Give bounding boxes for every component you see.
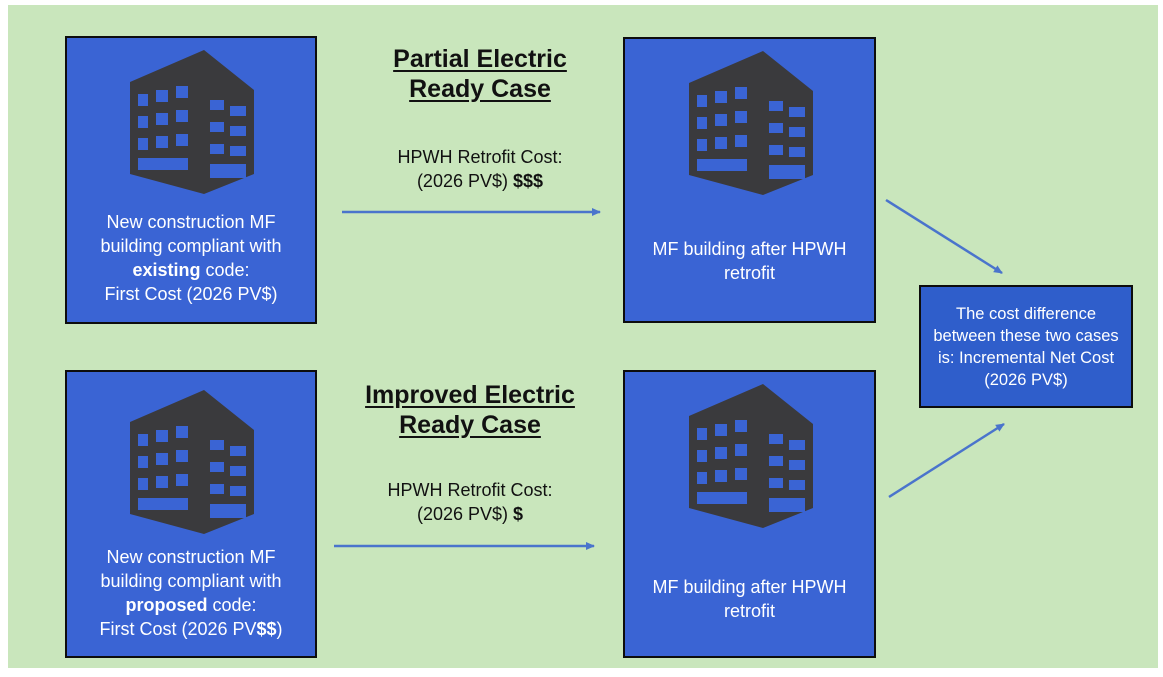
cost-difference-box: The cost difference between these two ca… xyxy=(919,285,1133,408)
partial-retrofit-cost: HPWH Retrofit Cost: (2026 PV$) $$$ xyxy=(397,147,563,191)
arrow-top-to-result xyxy=(885,198,1003,275)
building-icon xyxy=(688,384,813,528)
building-icon xyxy=(130,50,254,194)
partial-case-title: Partial Electric Ready Case xyxy=(393,45,567,103)
building-icon xyxy=(688,51,813,195)
building-icon xyxy=(130,390,254,534)
existing-code-box-text: New construction MF building compliant w… xyxy=(100,212,282,304)
improved-retrofit-building-box: MF building after HPWH retrofit xyxy=(623,370,876,658)
proposed-code-box-text: New construction MF building compliant w… xyxy=(99,547,283,639)
existing-code-building-box: New construction MF building compliant w… xyxy=(65,36,317,324)
proposed-code-building-box: New construction MF building compliant w… xyxy=(65,370,317,658)
partial-retrofit-building-box: MF building after HPWH retrofit xyxy=(623,37,876,323)
improved-retrofit-box-text: MF building after HPWH retrofit xyxy=(652,577,847,621)
cost-difference-text: The cost difference between these two ca… xyxy=(933,304,1119,389)
improved-retrofit-cost: HPWH Retrofit Cost: (2026 PV$) $ xyxy=(387,480,553,524)
partial-retrofit-box-text: MF building after HPWH retrofit xyxy=(652,239,847,283)
improved-case-title: Improved Electric Ready Case xyxy=(365,381,575,439)
arrow-bottom-to-result xyxy=(888,422,1005,499)
